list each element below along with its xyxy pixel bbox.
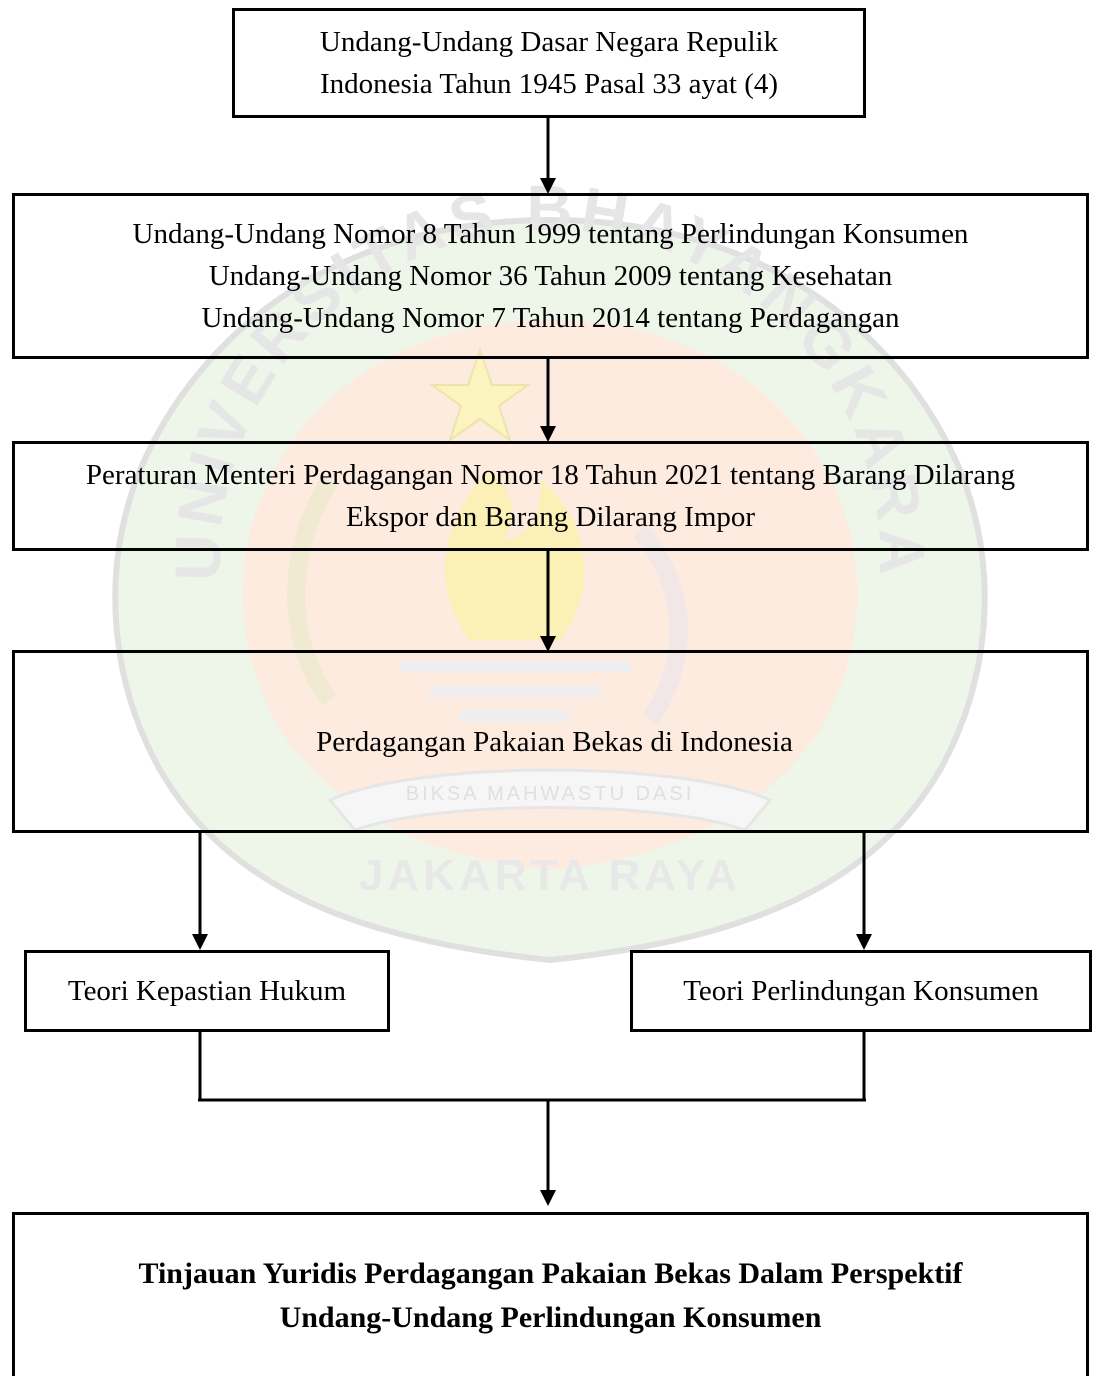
box-constitution: Undang-Undang Dasar Negara Repulik Indon… xyxy=(232,8,866,118)
constitution-line-2: Indonesia Tahun 1945 Pasal 33 ayat (4) xyxy=(319,68,779,100)
arrowhead-2 xyxy=(540,426,556,442)
laws-line-3: Undang-Undang Nomor 7 Tahun 2014 tentang… xyxy=(201,302,900,334)
theory-right-text: Teori Perlindungan Konsumen xyxy=(683,975,1039,1007)
regulation-line-2: Ekspor dan Barang Dilarang Impor xyxy=(345,501,756,533)
theory-left-text: Teori Kepastian Hukum xyxy=(67,975,347,1007)
box-regulation: Peraturan Menteri Perdagangan Nomor 18 T… xyxy=(12,441,1089,551)
box-topic: Perdagangan Pakaian Bekas di Indonesia xyxy=(12,650,1089,833)
logo-torch-bar-1 xyxy=(400,660,630,672)
box-theory-right: Teori Perlindungan Konsumen xyxy=(630,950,1092,1032)
arrowhead-6 xyxy=(540,1190,556,1206)
logo-motto: BIKSA MAHWASTU DASI xyxy=(406,783,695,805)
logo-cotton-branch xyxy=(633,524,688,725)
box-theory-left: Teori Kepastian Hukum xyxy=(24,950,390,1032)
laws-line-2: Undang-Undang Nomor 36 Tahun 2009 tentan… xyxy=(208,260,893,292)
logo-name: JAKARTA RAYA xyxy=(359,851,741,900)
logo-rice-stalk xyxy=(287,475,338,706)
logo-ribbon xyxy=(327,768,773,832)
arrowhead-4 xyxy=(192,934,208,950)
conclusion-line-1: Tinjauan Yuridis Perdagangan Pakaian Bek… xyxy=(138,1256,963,1290)
logo-star xyxy=(428,346,532,443)
logo-flame xyxy=(445,470,585,640)
box-conclusion: Tinjauan Yuridis Perdagangan Pakaian Bek… xyxy=(12,1212,1089,1376)
regulation-line-1: Peraturan Menteri Perdagangan Nomor 18 T… xyxy=(85,459,1016,491)
laws-line-1: Undang-Undang Nomor 8 Tahun 1999 tentang… xyxy=(132,218,969,250)
arrowhead-5 xyxy=(856,934,872,950)
topic-text: Perdagangan Pakaian Bekas di Indonesia xyxy=(316,725,793,758)
logo-torch-bar-2 xyxy=(430,685,600,697)
conclusion-line-2: Undang-Undang Perlindungan Konsumen xyxy=(279,1300,822,1334)
box-laws: Undang-Undang Nomor 8 Tahun 1999 tentang… xyxy=(12,193,1089,359)
constitution-line-1: Undang-Undang Dasar Negara Repulik xyxy=(319,26,779,58)
arrowhead-1 xyxy=(540,178,556,194)
arrowhead-3 xyxy=(540,636,556,652)
logo-torch-bar-3 xyxy=(460,710,570,722)
